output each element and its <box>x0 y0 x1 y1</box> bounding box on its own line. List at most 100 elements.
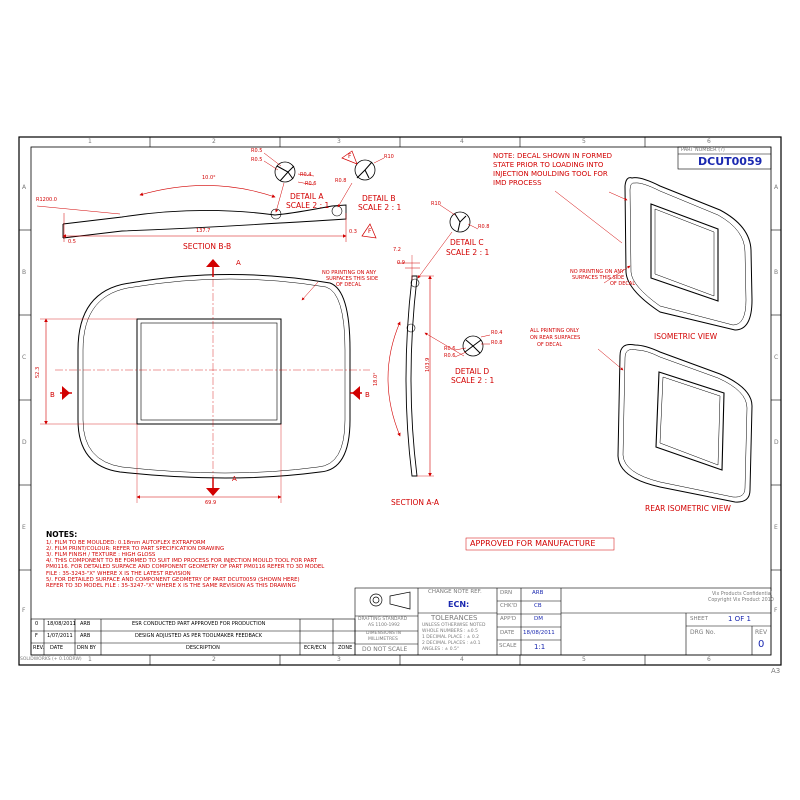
front-view-height: 52.3 <box>35 366 41 378</box>
sheet-label: SHEET <box>690 616 708 622</box>
tolerance-line-2: WHOLE NUMBERS : ±0.5 <box>422 629 478 634</box>
zone-row-d-left: D <box>22 439 27 446</box>
rev-header-desc: DESCRIPTION <box>186 645 220 651</box>
rear-iso-view-title: REAR ISOMETRIC VIEW <box>645 504 731 513</box>
do-not-scale: DO NOT SCALE <box>362 646 408 653</box>
rev-row-1-date: 18/08/2011 <box>47 621 76 627</box>
section-aa-dim-1: 7.2 <box>393 247 401 253</box>
date-label: DATE <box>500 630 515 636</box>
tolerances-title: TOLERANCES <box>431 614 478 622</box>
cut-a-bottom: A <box>232 475 237 483</box>
rev-row-1-desc: ESR CONDUCTED PART APPROVED FOR PRODUCTI… <box>132 621 266 627</box>
rear-isometric-view-graphic <box>597 344 753 503</box>
detail-b-scale: SCALE 2 : 1 <box>358 203 402 212</box>
zone-row-e-left: E <box>22 524 26 531</box>
notes-heading: NOTES: <box>46 530 78 539</box>
ecn-label: ECN: <box>448 600 470 609</box>
iso-note-2: SURFACES THIS SIDE <box>572 275 625 281</box>
note-line: 2/. FILM PRINT/COLOUR: REFER TO PART SPE… <box>46 546 225 553</box>
tolerance-line-3: 1 DECIMAL PLACE : ± 0.2 <box>422 635 480 640</box>
zone-col-6-bottom: 6 <box>707 656 711 663</box>
date-value: 18/08/2011 <box>523 630 555 636</box>
rear-iso-note-1: ALL PRINTING ONLY <box>530 328 579 334</box>
rev-header-drn: DRN BY <box>77 645 96 651</box>
front-no-print-3: OF DECAL <box>336 282 362 288</box>
scale-label: SCALE <box>499 643 517 649</box>
scale-value: 1:1 <box>534 643 546 651</box>
zone-col-1-bottom: 1 <box>88 656 92 663</box>
sheet-value: 1 OF 1 <box>728 615 751 623</box>
note-line: 4/. THIS COMPONENT TO BE FORMED TO SUIT … <box>46 558 318 565</box>
iso-note-1: NO PRINTING ON ANY <box>570 269 625 275</box>
detail-d-dim-2: R0.6 <box>444 346 456 352</box>
zone-col-4-bottom: 4 <box>460 656 464 663</box>
detail-d-dim-3: R0.6 <box>444 353 456 359</box>
appd-value: DM <box>534 616 543 622</box>
drafting-standard-2: AS 1100-1992 <box>368 623 400 628</box>
zone-col-2-bottom: 2 <box>212 656 216 663</box>
dimensions-in-1: DIMENSIONS IN <box>366 631 401 636</box>
isometric-view-graphic <box>603 177 753 331</box>
zone-ticks <box>19 137 781 665</box>
section-bb-angle: 10.0° <box>202 175 216 181</box>
zone-row-c-left: C <box>22 354 27 361</box>
rear-iso-note-3: OF DECAL <box>537 342 563 348</box>
section-aa-dim-2: 0.9 <box>397 260 405 266</box>
top-note-line-1: NOTE: DECAL SHOWN IN FORMED <box>493 152 613 160</box>
detail-b-graphic <box>337 150 385 239</box>
drafting-standard-1: DRAFTING STANDARD <box>358 617 408 622</box>
zone-col-1-top: 1 <box>88 138 92 145</box>
iso-note-3: OF DECAL <box>610 281 636 287</box>
zone-col-2-top: 2 <box>212 138 216 145</box>
detail-d-title: DETAIL D <box>455 367 490 376</box>
detail-c-dim-1: R10 <box>431 201 441 207</box>
section-aa-profile <box>387 255 434 477</box>
zone-row-c-right: C <box>774 354 779 361</box>
detail-c-title: DETAIL C <box>450 238 484 247</box>
zone-row-d-right: D <box>774 439 779 446</box>
section-aa-title: SECTION A-A <box>391 498 440 507</box>
note-line: FILE : 35-3243-"X" WHERE X IS THE LATEST… <box>46 570 191 577</box>
zone-row-a-left: A <box>22 184 27 191</box>
approved-stamp: APPROVED FOR MANUFACTURE <box>470 539 596 548</box>
iso-view-title: ISOMETRIC VIEW <box>654 332 718 341</box>
zone-col-3-top: 3 <box>337 138 341 145</box>
detail-c-graphic <box>417 204 479 279</box>
chkd-label: CHK'D <box>500 603 518 609</box>
note-line: 1/. FILM TO BE MOULDED: 0.18mm AUTOFLEX … <box>46 540 206 547</box>
note-line: PM0116. FOR DETAILED SURFACE AND COMPONE… <box>46 564 325 571</box>
cut-b-left: B <box>50 391 55 399</box>
front-no-print-2: SURFACES THIS SIDE <box>326 276 379 282</box>
section-bb-radius: R1200.0 <box>36 197 57 203</box>
note-line: 3/. FILM FINISH / TEXTURE : HIGH GLOSS <box>46 552 156 559</box>
drn-value: ARB <box>532 590 544 596</box>
section-bb-profile <box>36 185 347 242</box>
rev-row-2-date: 1/07/2011 <box>47 633 73 639</box>
confidential-1: Vix Products Confidential <box>712 592 772 597</box>
front-view <box>40 259 370 503</box>
zone-row-a-right: A <box>774 184 779 191</box>
rev-row-2-drn: ARB <box>80 633 91 639</box>
rev-row-1-drn: ARB <box>80 621 91 627</box>
chkd-value: CB <box>534 603 542 609</box>
detail-a-title: DETAIL A <box>290 192 324 201</box>
section-bb-title: SECTION B-B <box>183 242 232 251</box>
detail-b-dim-2: R0.8 <box>335 178 347 184</box>
rev-row-1-rev: 0 <box>35 621 39 627</box>
flag-f-top: F <box>348 153 352 160</box>
tolerance-line-4: 2 DECIMAL PLACES : ±0.1 <box>422 641 481 646</box>
detail-d-dim-1: R0.4 <box>491 330 503 336</box>
cut-a-top: A <box>236 259 241 267</box>
zone-row-b-left: B <box>22 269 27 276</box>
rev-row-2-desc: DESIGN ADJUSTED AS PER TOOLMAKER FEEDBAC… <box>135 633 263 639</box>
zone-col-3-bottom: 3 <box>337 656 341 663</box>
zone-row-f-left: F <box>22 607 26 614</box>
detail-d-dim-4: R0.8 <box>491 340 503 346</box>
tolerance-line-1: UNLESS OTHERWISE NOTED <box>422 623 486 628</box>
zone-col-6-top: 6 <box>707 138 711 145</box>
software-label: SOLIDWORKS (+ 0.10DRW) <box>20 657 82 662</box>
part-number-value: DCUT0059 <box>698 155 763 168</box>
front-no-print-1: NO PRINTING ON ANY <box>322 270 377 276</box>
detail-c-scale: SCALE 2 : 1 <box>446 248 490 257</box>
